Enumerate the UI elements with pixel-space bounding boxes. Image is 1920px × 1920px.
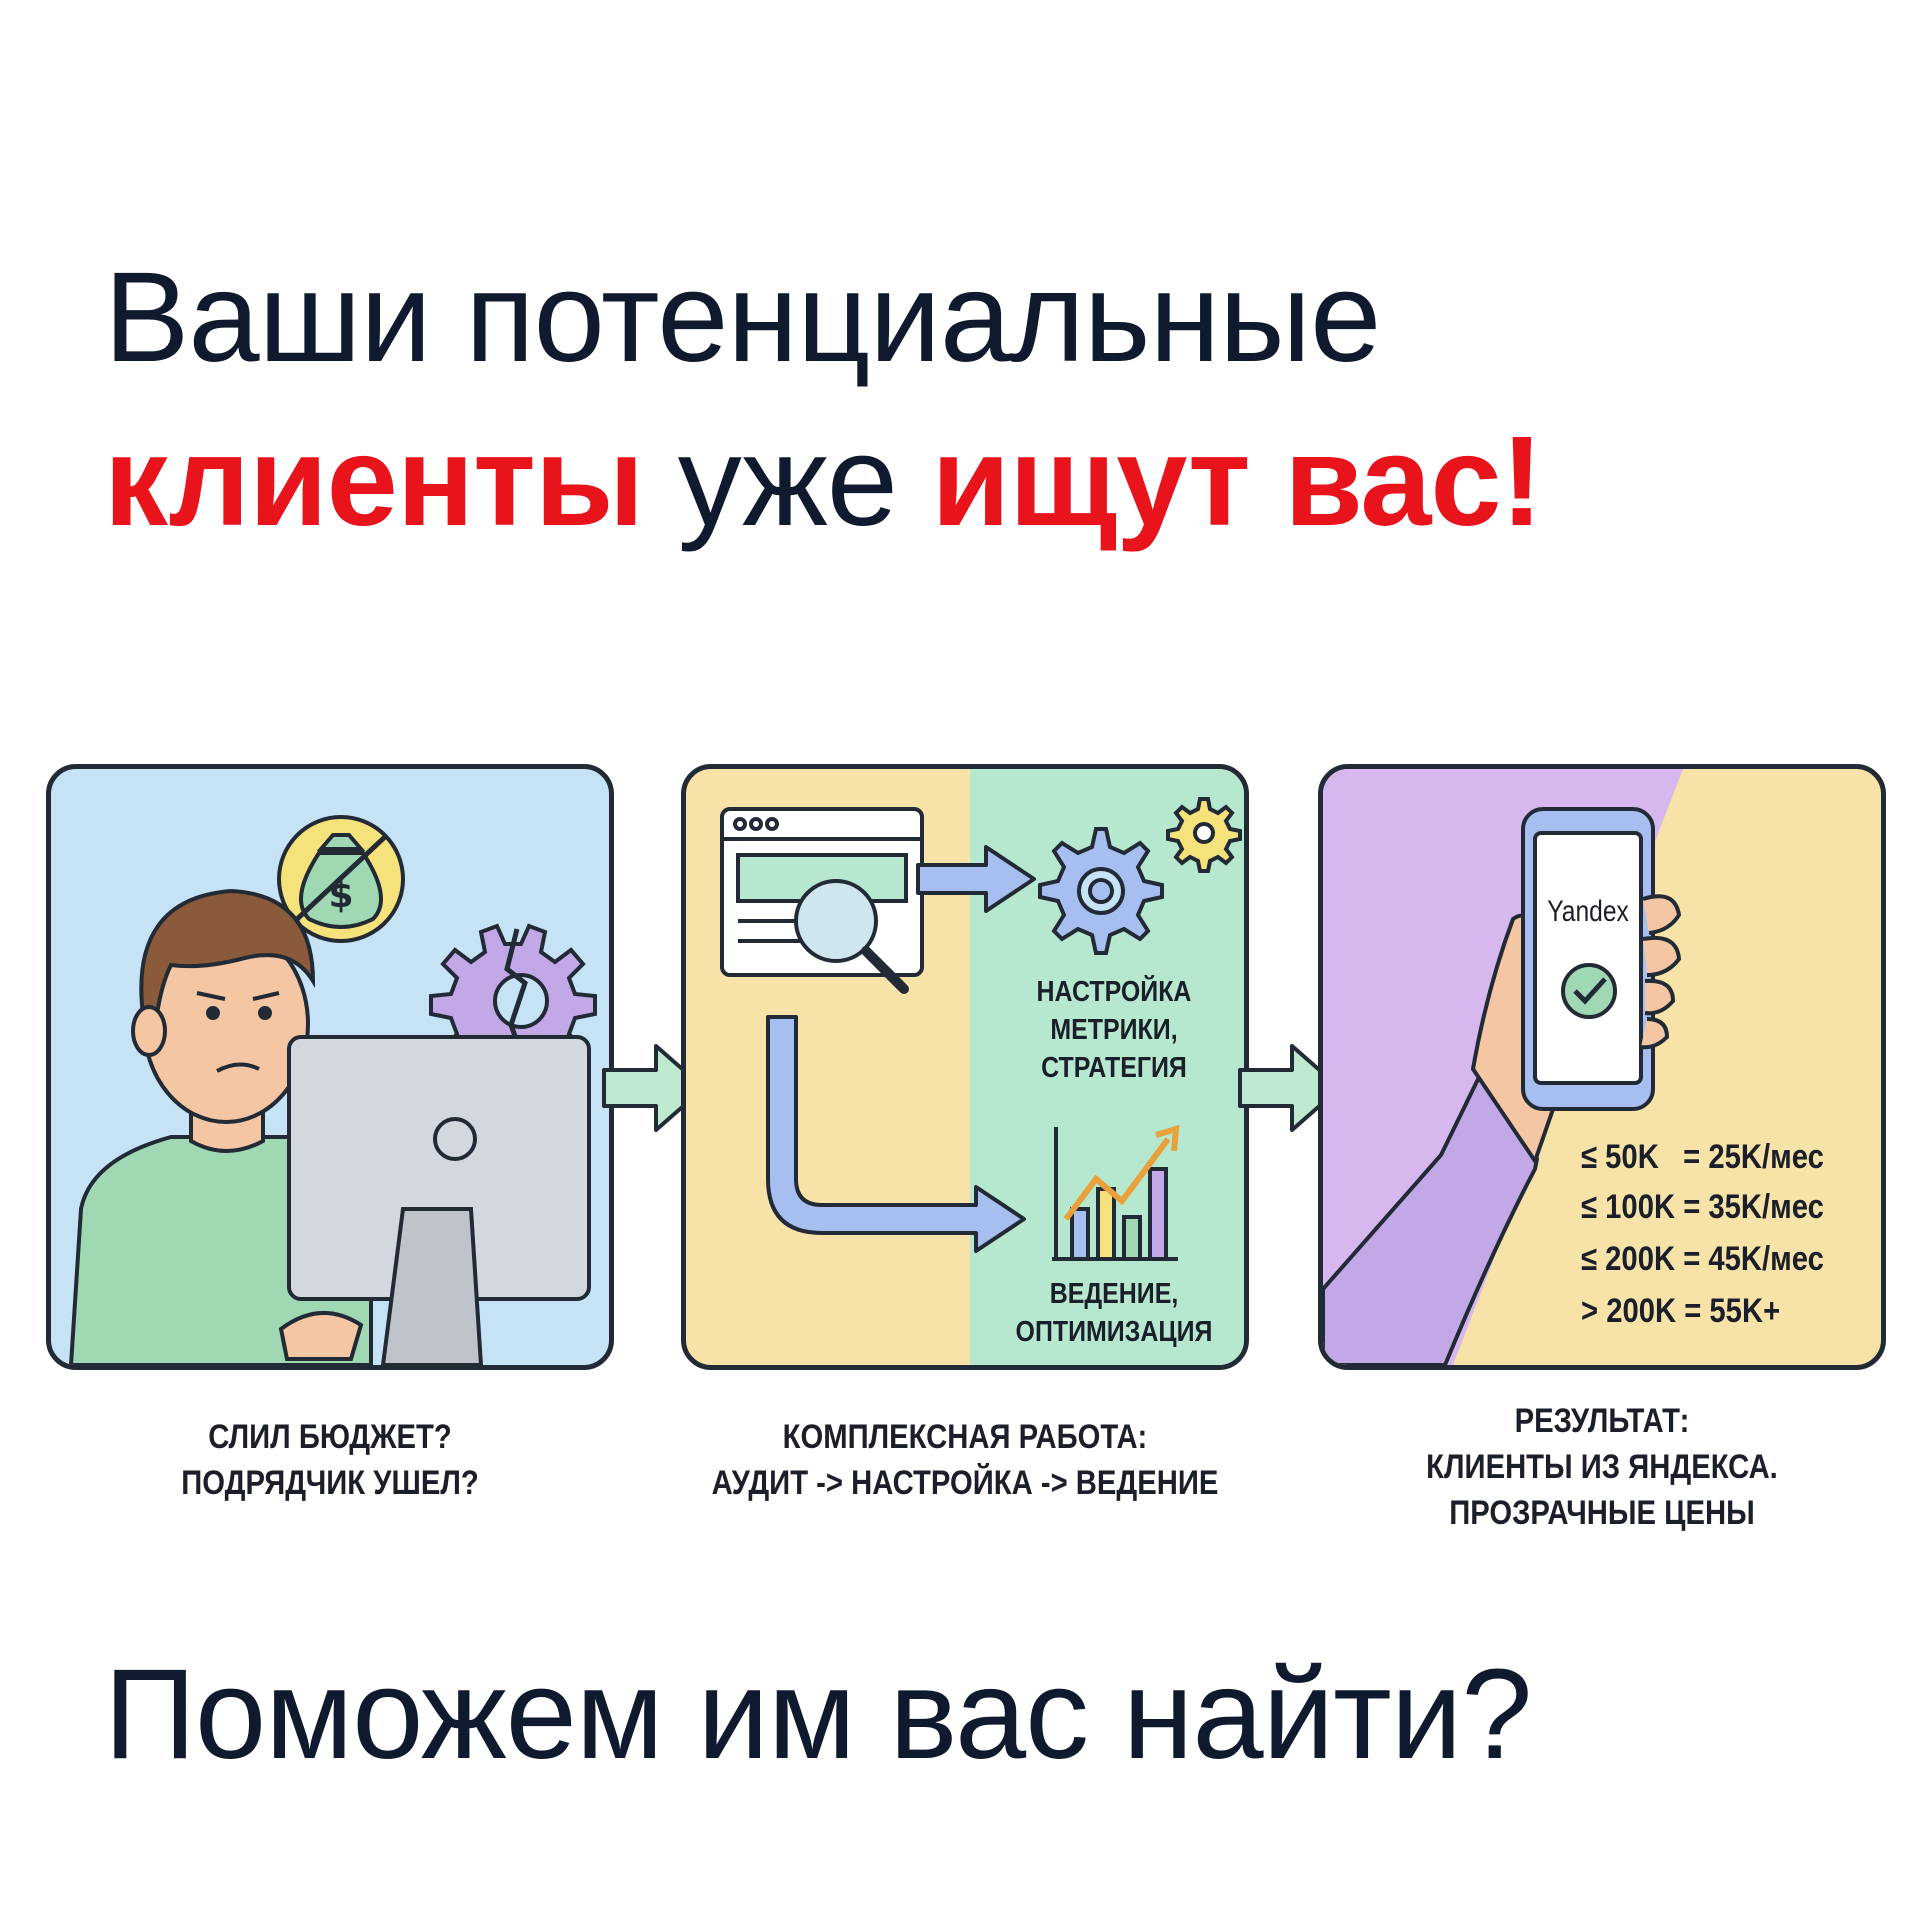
caption-problem-line-2: ПОДРЯДЧИК УШЕЛ? (181, 1464, 479, 1502)
worried-person-icon: $ (68, 815, 597, 1365)
gears-icon (916, 797, 1242, 955)
caption-result-line-3: ПРОЗРАЧНЫЕ ЦЕНЫ (1449, 1494, 1755, 1532)
price-tier-3: ≤ 200K = 45K/мес (1581, 1240, 1824, 1278)
caption-problem-line-1: СЛИЛ БЮДЖЕТ? (208, 1418, 452, 1456)
svg-text:$: $ (328, 875, 353, 916)
browser-search-icon (720, 807, 924, 994)
panel-result: Yandex ≤ 50K = 25K/мес ≤ 100K = 35K/мес … (1318, 764, 1886, 1370)
price-tier-1: ≤ 50K = 25K/мес (1581, 1138, 1824, 1176)
label-manage-line-1: ВЕДЕНИЕ, (1049, 1278, 1179, 1310)
label-setup-line-1: НАСТРОЙКА (1036, 976, 1192, 1008)
caption-result-line-1: РЕЗУЛЬТАТ: (1514, 1402, 1690, 1440)
headline-connector: уже (643, 410, 932, 553)
label-setup-line-3: СТРАТЕГИЯ (1041, 1052, 1187, 1084)
price-tier-2: ≤ 100K = 35K/мес (1581, 1188, 1824, 1226)
growth-chart-icon (766, 1015, 1180, 1261)
flow-arrow-2 (1238, 1044, 1342, 1132)
price-tier-4: > 200K = 55K+ (1581, 1292, 1781, 1330)
caption-process: КОМПЛЕКСНАЯ РАБОТА: АУДИТ -> НАСТРОЙКА -… (707, 1414, 1223, 1506)
flow-arrow-1 (602, 1044, 706, 1132)
hand-phone-icon (1323, 769, 1683, 1365)
label-manage-line-2: ОПТИМИЗАЦИЯ (1015, 1316, 1213, 1348)
caption-process-line-2: АУДИТ -> НАСТРОЙКА -> ВЕДЕНИЕ (711, 1464, 1219, 1502)
headline-line-1: Ваши потенциальные (104, 246, 1381, 389)
headline: Ваши потенциальные клиенты уже ищут вас! (104, 236, 1544, 564)
caption-result: РЕЗУЛЬТАТ: КЛИЕНТЫ ИЗ ЯНДЕКСА. ПРОЗРАЧНЫ… (1344, 1398, 1860, 1536)
label-setup: НАСТРОЙКА МЕТРИКИ, СТРАТЕГИЯ (1019, 973, 1208, 1087)
panel-process: НАСТРОЙКА МЕТРИКИ, СТРАТЕГИЯ ВЕДЕНИЕ, ОП… (681, 764, 1249, 1370)
caption-process-line-1: КОМПЛЕКСНАЯ РАБОТА: (782, 1418, 1148, 1456)
caption-problem: СЛИЛ БЮДЖЕТ? ПОДРЯДЧИК УШЕЛ? (72, 1414, 588, 1506)
computer-monitor-icon (278, 1035, 591, 1365)
panel-problem: $ (46, 764, 614, 1370)
money-bag-crossed-icon: $ (277, 815, 405, 943)
label-setup-line-2: МЕТРИКИ, (1050, 1014, 1178, 1046)
yandex-brand: Yandex (1547, 895, 1629, 928)
caption-result-line-2: КЛИЕНТЫ ИЗ ЯНДЕКСА. (1426, 1448, 1778, 1486)
closing-question: Поможем им вас найти? (104, 1643, 1532, 1786)
label-manage: ВЕДЕНИЕ, ОПТИМИЗАЦИЯ (1004, 1275, 1224, 1351)
headline-highlight-clients: клиенты (104, 410, 644, 553)
headline-highlight-searching: ищут вас! (931, 410, 1544, 553)
